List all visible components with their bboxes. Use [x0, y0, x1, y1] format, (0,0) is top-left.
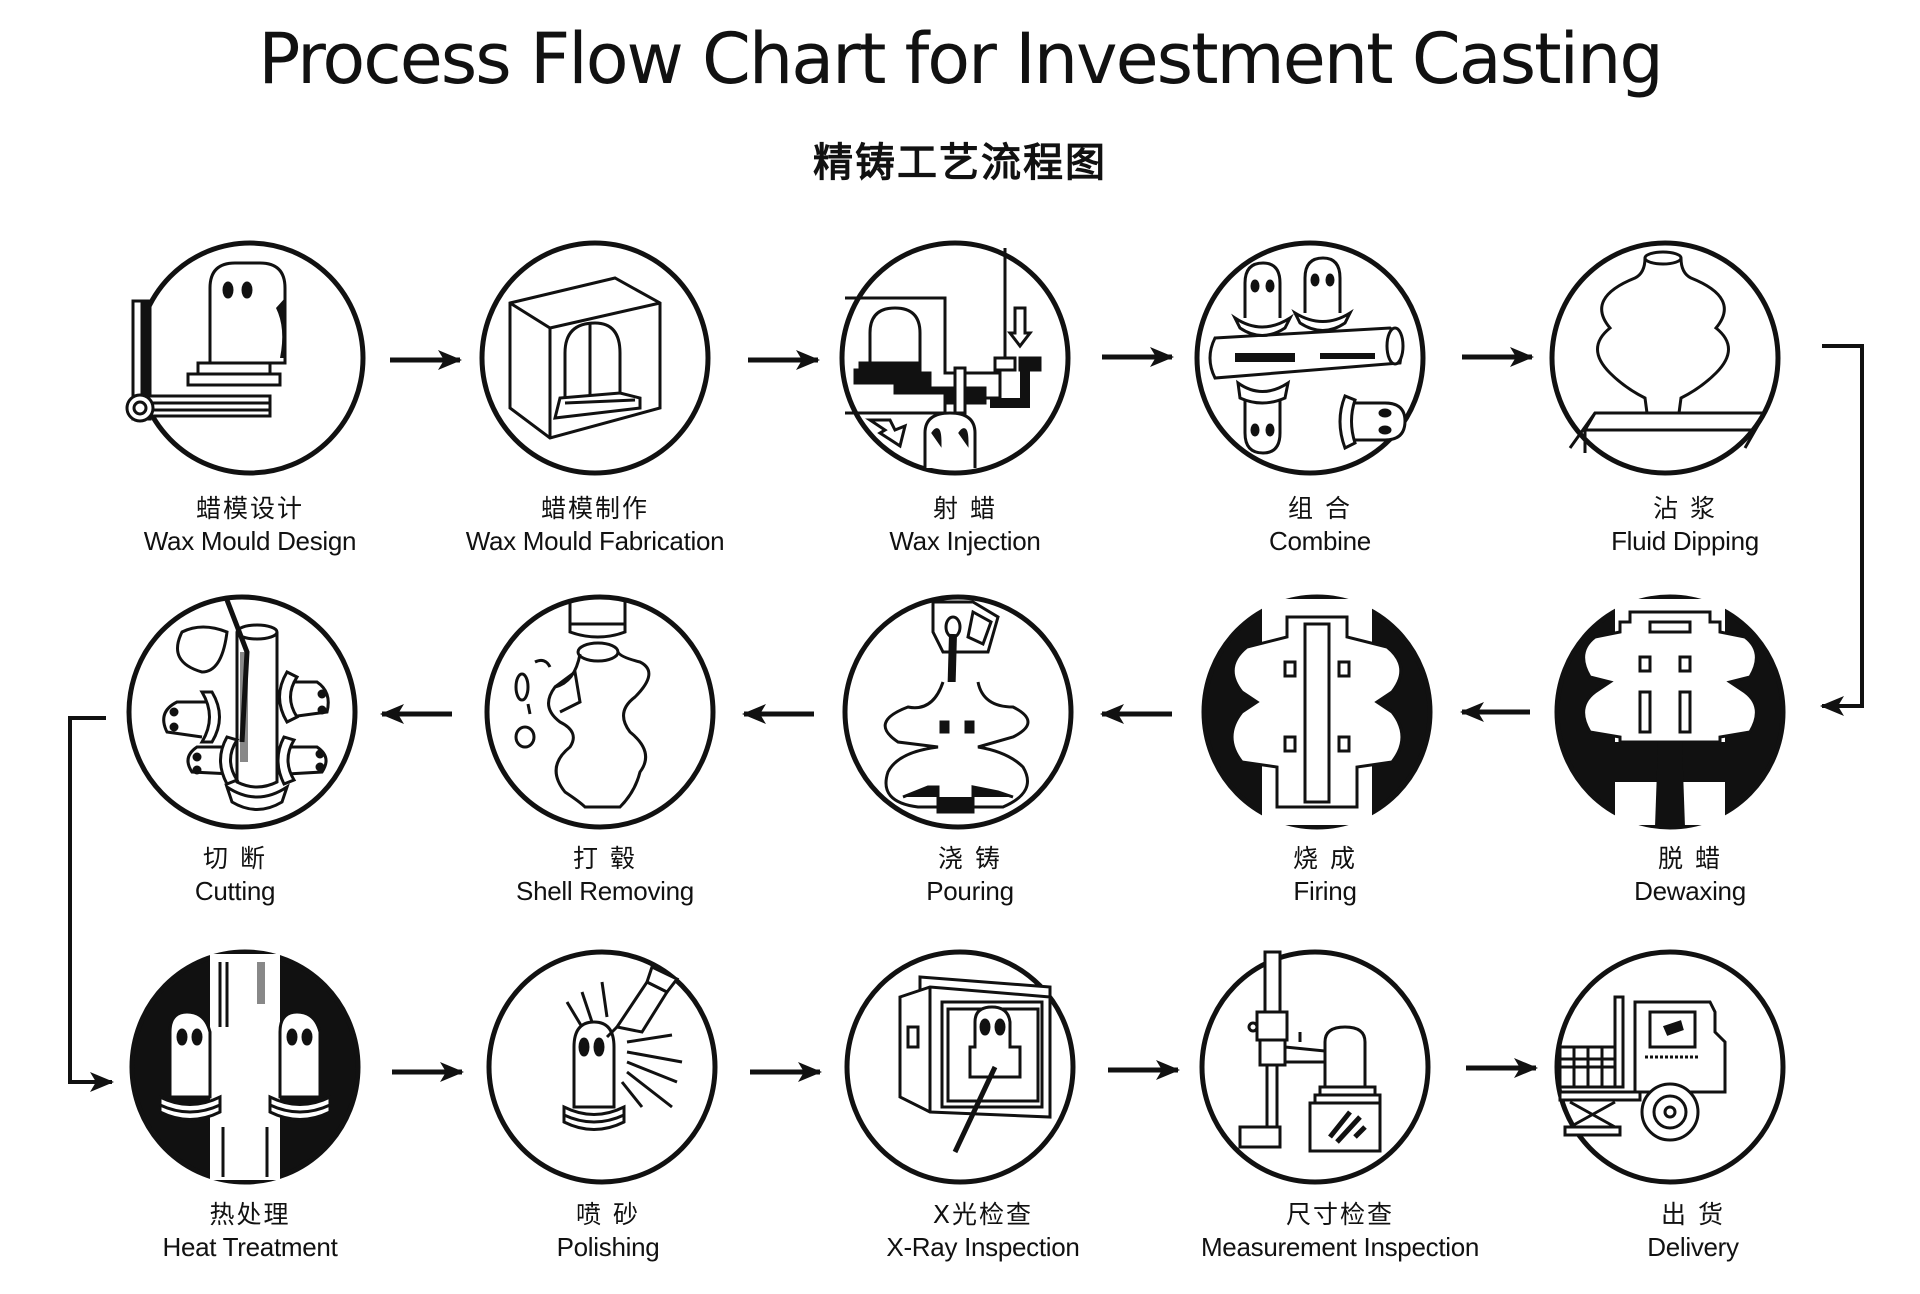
step-11-label: 热处理 Heat Treatment [40, 1200, 460, 1264]
step-10-label: 切 断 Cutting [25, 844, 445, 908]
step-label-en: Shell Removing [516, 876, 694, 906]
step-label-en: Measurement Inspection [1200, 1232, 1480, 1262]
page-title: Process Flow Chart for Investment Castin… [258, 18, 1664, 100]
step-10-node [126, 594, 358, 830]
wax-mould-design-icon [125, 261, 287, 423]
flow-arrows [68, 344, 1864, 1092]
step-label-cn: 喷 砂 [576, 1200, 640, 1229]
step-1-node [125, 240, 366, 476]
step-label-en: X-Ray Inspection [886, 1232, 1080, 1262]
step-label-cn: 蜡模设计 [195, 494, 304, 523]
step-13-label: X光检查 X-Ray Inspection [773, 1200, 1193, 1264]
step-2-node [479, 240, 711, 476]
step-label-en: Cutting [194, 876, 276, 906]
step-label-cn: 脱 蜡 [1658, 844, 1722, 873]
step-label-en: Delivery [1647, 1232, 1739, 1262]
delivery-icon [1558, 995, 1727, 1142]
step-14-node [1199, 949, 1431, 1185]
step-13-node [844, 949, 1076, 1185]
step-circle [484, 594, 716, 830]
x-ray-inspection-icon [898, 975, 1052, 1154]
step-2-label: 蜡模制作 Wax Mould Fabrication [385, 494, 805, 558]
step-label-cn: 浇 铸 [938, 844, 1002, 873]
step-7-node [1201, 594, 1433, 830]
step-label-cn: 切 断 [203, 844, 267, 873]
step-4-label: 组 合 Combine [1110, 494, 1530, 558]
step-label-cn: 出 货 [1661, 1200, 1725, 1229]
connector-right [1820, 344, 1864, 716]
step-6-node [1554, 594, 1786, 830]
step-label-cn: X光检查 [932, 1200, 1034, 1229]
step-label-cn: 热处理 [209, 1200, 291, 1229]
step-label-en: Wax Mould Fabrication [465, 526, 725, 556]
step-label-en: Wax Injection [889, 526, 1041, 556]
dewaxing-icon [1580, 599, 1760, 827]
step-label-en: Combine [1269, 526, 1371, 556]
pouring-icon [883, 600, 1030, 814]
step-12-node [486, 949, 718, 1185]
step-15-label: 出 货 Delivery [1483, 1200, 1903, 1264]
firing-icon [1230, 599, 1404, 825]
step-6-label: 脱 蜡 Dewaxing [1480, 844, 1900, 908]
step-label-cn: 射 蜡 [933, 494, 997, 523]
step-1-label: 蜡模设计 Wax Mould Design [40, 494, 460, 558]
wax-mould-fabrication-icon [508, 276, 662, 440]
step-15-node [1554, 949, 1786, 1185]
step-label-cn: 沾 浆 [1653, 494, 1717, 523]
step-label-en: Wax Mould Design [143, 526, 357, 556]
polishing-icon [562, 964, 683, 1131]
step-8-label: 浇 铸 Pouring [760, 844, 1180, 908]
shell-removing-icon [514, 600, 651, 809]
page-subtitle: 精铸工艺流程图 [813, 140, 1107, 186]
measurement-inspection-icon [1238, 950, 1382, 1153]
step-7-label: 烧 成 Firing [1115, 844, 1535, 908]
step-label-cn: 蜡模制作 [540, 494, 649, 523]
wax-injection-icon [845, 248, 1042, 468]
heat-treatment-icon [158, 954, 332, 1180]
step-label-en: Fluid Dipping [1611, 526, 1759, 556]
step-label-en: Polishing [556, 1232, 660, 1262]
step-label-en: Dewaxing [1634, 876, 1746, 906]
step-label-cn: 尺寸检查 [1285, 1200, 1394, 1229]
step-12-label: 喷 砂 Polishing [398, 1200, 818, 1264]
step-label-en: Heat Treatment [162, 1232, 338, 1262]
step-4-node [1194, 240, 1426, 476]
step-9-node [484, 594, 716, 830]
step-3-label: 射 蜡 Wax Injection [755, 494, 1175, 558]
step-label-en: Pouring [926, 876, 1014, 906]
step-label-cn: 打 毂 [573, 844, 637, 873]
step-3-node [839, 240, 1071, 476]
step-5-label: 沾 浆 Fluid Dipping [1475, 494, 1895, 558]
step-8-node [842, 594, 1074, 830]
step-5-node [1549, 240, 1781, 476]
combine-icon [1208, 256, 1407, 455]
step-label-cn: 烧 成 [1293, 844, 1357, 873]
step-14-label: 尺寸检查 Measurement Inspection [1130, 1200, 1550, 1264]
step-11-node [129, 949, 361, 1185]
step-circle [839, 240, 1071, 476]
cutting-icon [162, 599, 330, 811]
connector-left [68, 716, 114, 1092]
step-label-cn: 组 合 [1288, 494, 1352, 523]
step-label-en: Firing [1293, 876, 1357, 906]
fluid-dipping-icon [1568, 250, 1768, 453]
step-9-label: 打 毂 Shell Removing [395, 844, 815, 908]
